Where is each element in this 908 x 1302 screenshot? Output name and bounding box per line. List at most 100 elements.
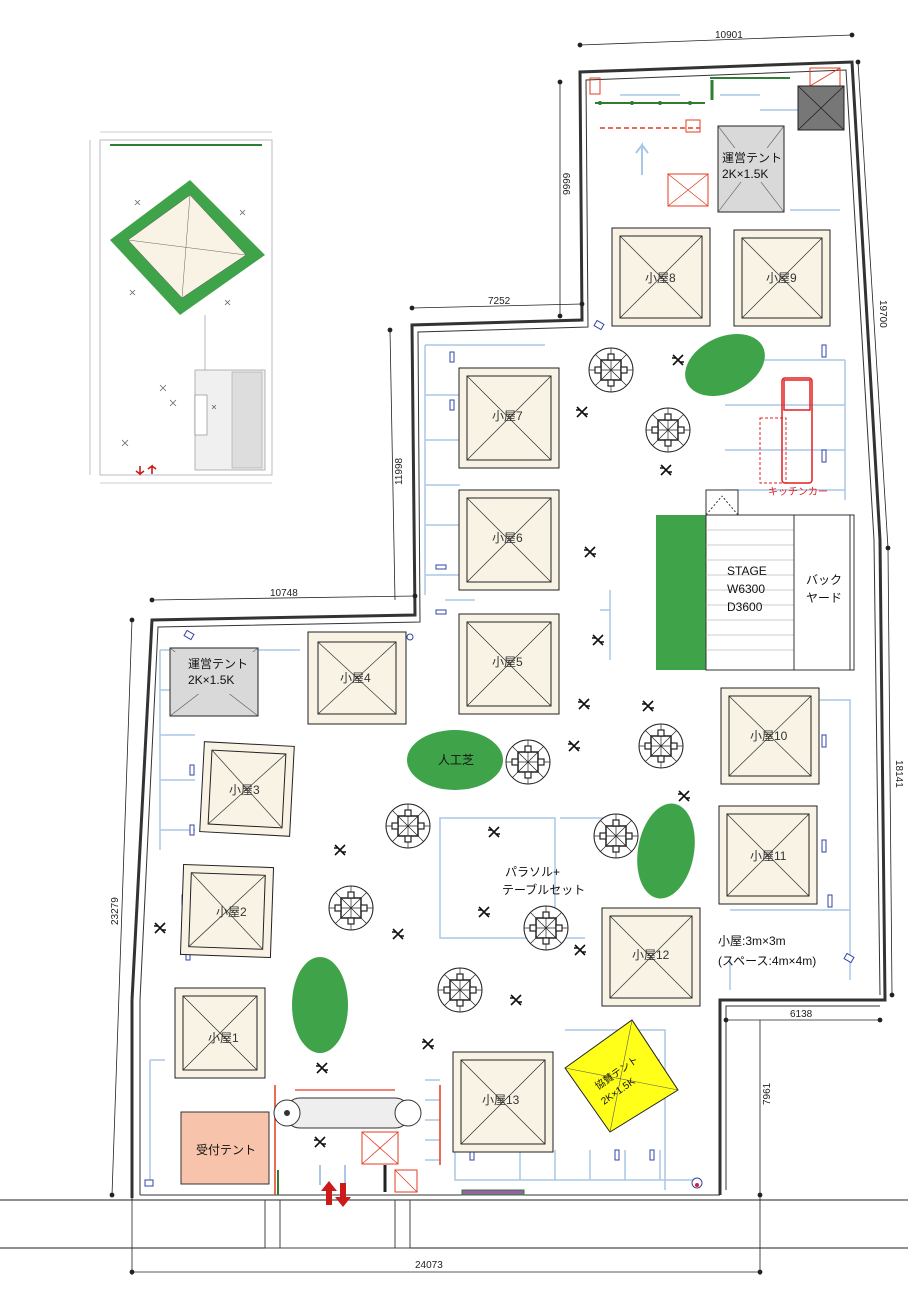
kitchen-car-label: キッチンカー (768, 486, 828, 498)
office-tent-top-label-2: 2K×1.5K (722, 167, 768, 181)
parasol-table-icon (505, 739, 551, 785)
security-tent (564, 1019, 679, 1133)
hut-3 (199, 741, 295, 837)
office-tent-left-label-2: 2K×1.5K (188, 673, 234, 687)
parasol-tables (328, 347, 691, 1013)
hut-9-label: 小屋9 (766, 271, 797, 285)
parasol-table-icon (385, 803, 431, 849)
stage-turf (656, 515, 706, 670)
dim-top: 10901 (715, 30, 743, 41)
dim-right-middle: 18141 (893, 760, 904, 788)
dim-upper-horizontal: 7252 (488, 296, 511, 307)
chair-icon (578, 698, 590, 710)
hut-13 (452, 1051, 554, 1153)
dim-mid-vertical: 11998 (394, 457, 405, 485)
office-tent-left (169, 647, 259, 717)
dim-notch-height: 7961 (762, 1082, 773, 1105)
stage-title: STAGE (727, 564, 767, 578)
hut-9 (733, 229, 831, 327)
hut-13-label: 小屋13 (482, 1093, 520, 1107)
hut-7 (458, 367, 560, 469)
hut-11-label: 小屋11 (750, 849, 787, 863)
office-tent-left-label-1: 運営テント (188, 657, 248, 671)
hut-12-label: 小屋12 (632, 948, 670, 962)
hut-1 (174, 987, 266, 1079)
hut-10-label: 小屋10 (750, 729, 788, 743)
hut-4-label: 小屋4 (340, 671, 371, 685)
entrance-arrow-icon (321, 1181, 351, 1207)
parasol-table-icon (593, 813, 639, 859)
chair-icon (574, 944, 586, 956)
hut-3-label: 小屋3 (229, 783, 260, 797)
hut-8 (611, 227, 711, 327)
hut-7-label: 小屋7 (492, 409, 523, 423)
hut-6 (458, 489, 560, 591)
stage-depth: D3600 (727, 600, 763, 614)
hut-12 (601, 907, 701, 1007)
chair-icon (568, 740, 580, 752)
chair-icon (592, 634, 604, 646)
reception-tent-label: 受付テント (196, 1143, 256, 1157)
hut-8-label: 小屋8 (645, 271, 676, 285)
dim-upper-right: 19700 (877, 300, 888, 328)
chair-icon (488, 826, 500, 838)
turf-patch (637, 803, 695, 899)
inset-plan (89, 131, 273, 484)
parasol-label-2: テーブルセット (502, 882, 585, 897)
dim-notch-width: 6138 (790, 1009, 813, 1020)
chair-icon (478, 906, 490, 918)
hut-spec-label-1: 小屋:3m×3m (718, 934, 786, 948)
reception-tent (180, 1111, 270, 1185)
backyard-label-1: バック (806, 573, 842, 587)
chair-icon (678, 790, 690, 802)
parking-lines (149, 94, 851, 1190)
dim-left-long: 23279 (110, 897, 121, 925)
parasol-table-icon (588, 347, 634, 393)
parasol-table-icon (523, 905, 569, 951)
entrance-gate (273, 1085, 703, 1207)
turf-patch (292, 957, 348, 1053)
hut-11 (718, 805, 818, 905)
hut-4 (307, 631, 407, 725)
stage-width: W6300 (727, 582, 765, 596)
parasol-table-icon (328, 885, 374, 931)
site-boundary (0, 60, 908, 1249)
hut-2-label: 小屋2 (216, 905, 247, 919)
dim-mid-horizontal: 10748 (270, 588, 298, 599)
chairs (154, 354, 690, 1148)
chair-icon (660, 464, 672, 476)
turf-patch (407, 730, 503, 790)
chair-icon (576, 406, 588, 418)
office-tent-top-label-1: 運営テント (722, 151, 782, 165)
parasol-table-icon (645, 407, 691, 453)
kitchen-car (759, 377, 813, 484)
office-tent-top (717, 125, 785, 213)
artificial-turf-label: 人工芝 (438, 752, 474, 767)
stage (705, 489, 855, 671)
hut-1-label: 小屋1 (208, 1031, 239, 1045)
hut-10 (720, 687, 820, 785)
turf-areas (292, 334, 765, 1053)
chair-icon (422, 1038, 434, 1050)
turf-patch (685, 334, 765, 396)
chair-icon (392, 928, 404, 940)
chair-icon (672, 354, 684, 366)
parasol-label-1: パラソル+ (505, 865, 560, 879)
dim-upper-vertical: 9999 (562, 172, 573, 195)
chair-icon (584, 546, 596, 558)
hut-5-label: 小屋5 (492, 655, 523, 669)
top-fence (589, 67, 845, 207)
chair-icon (510, 994, 522, 1006)
hut-spec-label-2: (スペース:4m×4m) (718, 954, 816, 968)
parasol-table-icon (638, 723, 684, 769)
hut-6-label: 小屋6 (492, 531, 523, 545)
chair-icon (314, 1136, 326, 1148)
backyard-label-2: ヤード (806, 591, 842, 605)
dim-bottom: 24073 (415, 1260, 443, 1271)
parasol-table-icon (437, 967, 483, 1013)
fire-extinguisher-icon (691, 1177, 703, 1189)
hut-5 (458, 613, 560, 715)
chair-icon (642, 700, 654, 712)
